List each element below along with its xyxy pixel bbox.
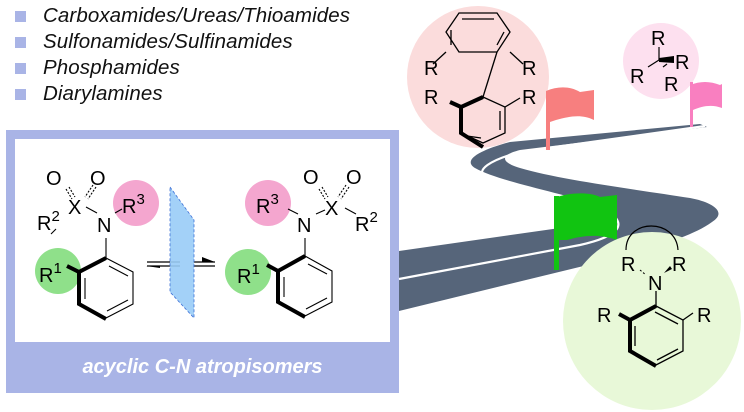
- square-bullet-icon: [15, 62, 26, 74]
- biaryl-circle: [407, 6, 549, 148]
- center-atom-label: X: [325, 198, 338, 220]
- r1-letter: R: [237, 266, 251, 288]
- center-atom-label: X: [68, 197, 81, 219]
- flag-pink: [690, 82, 722, 127]
- biaryl-r-label: R: [522, 58, 536, 80]
- r2-superscript: 2: [51, 208, 59, 225]
- r1-superscript: 1: [53, 260, 61, 277]
- bullet-item: Sulfonamides/Sulfinamides: [15, 29, 350, 55]
- stereo-r-label: R: [675, 52, 689, 74]
- r1-label: R1: [39, 260, 62, 287]
- nitrogen-label: N: [97, 215, 111, 237]
- biaryl-axis-group: R R R R: [407, 6, 549, 149]
- bullet-item: Carboxamides/Ureas/Thioamides: [15, 3, 350, 29]
- left-molecule: O O X N R2 R1 R3: [35, 168, 159, 321]
- cn-r-label: R: [697, 305, 711, 327]
- biaryl-r-label: R: [424, 87, 438, 109]
- r1-label: R1: [237, 261, 260, 288]
- r3-highlight: [113, 180, 159, 226]
- r3-letter: R: [122, 196, 136, 218]
- r3-label: R3: [256, 191, 279, 218]
- cn-r-label: R: [672, 254, 686, 276]
- mirror-plane: [169, 185, 195, 320]
- r3-superscript: 3: [136, 191, 144, 208]
- square-bullet-icon: [15, 10, 26, 22]
- bullet-label: Diarylamines: [43, 82, 163, 105]
- r2-letter: R: [355, 214, 369, 236]
- r2-superscript: 2: [369, 209, 377, 226]
- stereo-r-label: R: [630, 66, 644, 88]
- bullet-item: Diarylamines: [15, 81, 350, 107]
- r1-superscript: 1: [251, 261, 259, 278]
- square-bullet-icon: [15, 36, 26, 48]
- panel-caption: acyclic C-N atropisomers: [82, 356, 323, 378]
- biaryl-r-label: R: [522, 87, 536, 109]
- panel-inner: [15, 139, 390, 342]
- stereo-r-label: R: [664, 74, 678, 96]
- r2-letter: R: [37, 213, 51, 235]
- oxygen-label: O: [303, 167, 319, 189]
- r1-letter: R: [39, 265, 53, 287]
- bullet-label: Carboxamides/Ureas/Thioamides: [43, 4, 351, 27]
- stereo-r-label: R: [651, 28, 665, 50]
- r3-letter: R: [256, 196, 270, 218]
- r2-label: R2: [37, 208, 60, 235]
- bullet-list: Carboxamides/Ureas/Thioamides Sulfonamid…: [15, 3, 350, 107]
- oxygen-label: O: [346, 167, 362, 189]
- nitrogen-label: N: [297, 215, 311, 237]
- r1-highlight: [225, 249, 271, 295]
- right-molecule: O O X N R2 R1 R3: [225, 167, 378, 319]
- r1-highlight: [35, 248, 81, 294]
- r3-label: R3: [122, 191, 145, 218]
- cn-nitrogen-label: N: [648, 273, 662, 295]
- cn-axis-group: R R N R R: [563, 225, 741, 410]
- bullet-label: Phosphamides: [43, 56, 180, 79]
- cn-r-label: R: [621, 254, 635, 276]
- flag-red: [546, 87, 594, 150]
- flag-green: [554, 193, 617, 270]
- stereocenter-group: R R R R: [623, 23, 699, 99]
- r2-label: R2: [355, 209, 378, 236]
- r3-superscript: 3: [270, 191, 278, 208]
- oxygen-label: O: [46, 168, 62, 190]
- bullet-label: Sulfonamides/Sulfinamides: [43, 30, 293, 53]
- bullet-item: Phosphamides: [15, 55, 350, 81]
- cn-r-label: R: [597, 305, 611, 327]
- r3-highlight: [245, 180, 291, 226]
- oxygen-label: O: [90, 168, 106, 190]
- cn-axis-circle: [563, 232, 741, 410]
- square-bullet-icon: [15, 88, 26, 100]
- biaryl-r-label: R: [424, 58, 438, 80]
